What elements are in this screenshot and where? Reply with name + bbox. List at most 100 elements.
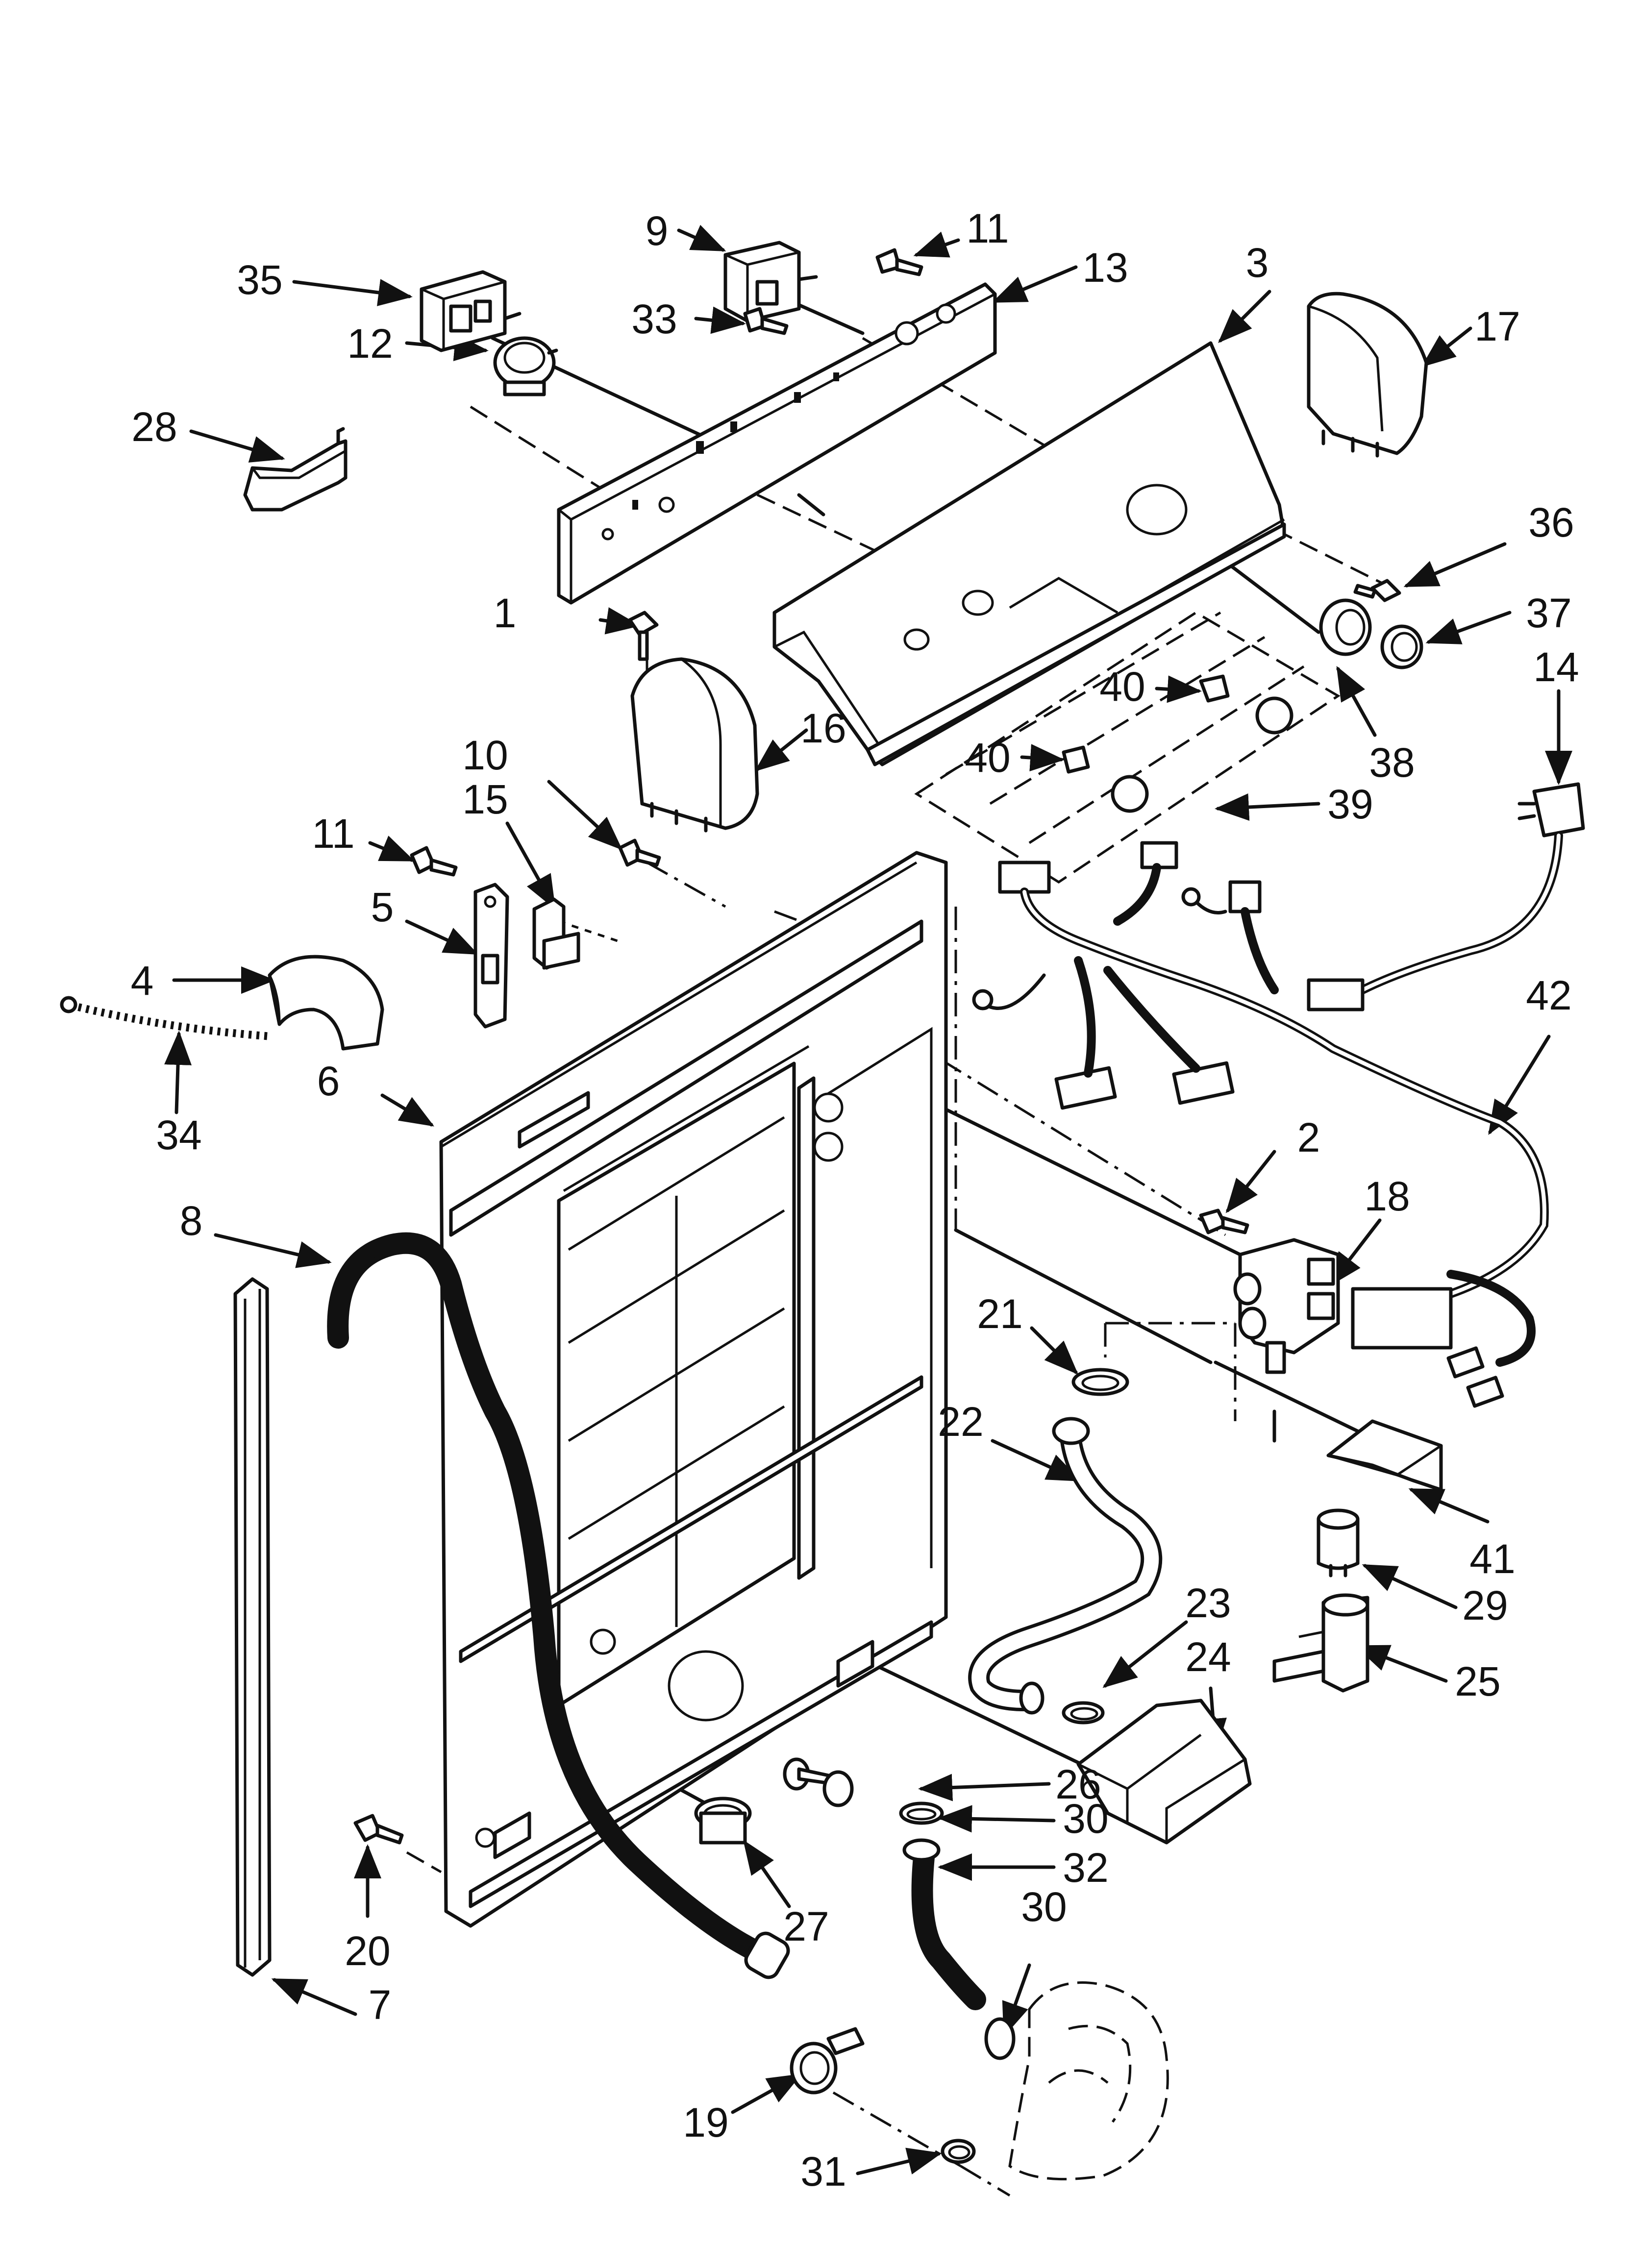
pump-outline-dashed	[1008, 1981, 1169, 2181]
callout-19: 19	[683, 2099, 728, 2145]
callout-37: 37	[1526, 590, 1571, 636]
part-14-power-cord	[1358, 782, 1585, 994]
leader-5	[405, 919, 479, 955]
callout-20: 20	[345, 1928, 390, 1974]
callout-17: 17	[1474, 303, 1520, 349]
part-37-knob	[1380, 624, 1423, 669]
callout-7: 7	[369, 1982, 392, 2028]
part-38-knob-base	[1319, 598, 1372, 656]
part-40-button-upper	[1199, 674, 1293, 735]
part-11-screw-left	[410, 846, 458, 877]
callout-15: 15	[462, 776, 508, 822]
callout-32: 32	[1063, 1845, 1108, 1891]
guide-valve	[867, 1013, 1226, 1236]
callout-5: 5	[371, 884, 394, 930]
leader-33	[694, 306, 746, 334]
part-5-latch	[473, 883, 509, 1029]
callout-25: 25	[1455, 1658, 1500, 1704]
part-2-screw	[1199, 1208, 1249, 1234]
part-41-bracket	[1326, 1419, 1443, 1492]
part-30-clamp-lower	[984, 2017, 1016, 2060]
leader-21	[1030, 1326, 1078, 1375]
callout-14: 14	[1533, 644, 1579, 690]
part-35-timer	[420, 270, 522, 352]
leader-7	[271, 1978, 357, 2016]
callout-21: 21	[977, 1291, 1022, 1337]
part-11-screw-top	[875, 248, 923, 276]
callout-22: 22	[938, 1399, 983, 1445]
callout-8: 8	[180, 1198, 203, 1244]
callout-10: 10	[462, 732, 508, 778]
leader-15	[505, 821, 556, 910]
guide-12	[470, 405, 668, 531]
part-1-screw	[628, 611, 659, 661]
callout-36: 36	[1528, 499, 1574, 545]
callout-40-upper: 40	[1099, 664, 1145, 710]
guide-10	[646, 861, 726, 908]
part-4-cover	[268, 955, 384, 1051]
callout-24: 24	[1185, 1634, 1231, 1680]
callout-12: 12	[347, 320, 393, 367]
part-28-bracket	[243, 427, 348, 512]
leader-31	[856, 2147, 942, 2175]
leader-2	[1225, 1150, 1276, 1213]
part-6-cabinet-panel	[439, 851, 948, 1928]
leader-27	[743, 1840, 791, 1908]
guide-41	[1214, 1360, 1369, 1438]
callout-29: 29	[1462, 1582, 1508, 1628]
part-20-screw	[353, 1814, 404, 1845]
leader-40b	[1020, 744, 1065, 772]
part-42-wire-harness	[972, 841, 1549, 1408]
leader-42	[1488, 1035, 1551, 1135]
callout-3: 3	[1246, 240, 1269, 286]
leader-30a	[938, 1805, 1056, 1833]
leader-28	[189, 429, 285, 463]
leader-16	[754, 728, 808, 772]
callout-6: 6	[317, 1058, 340, 1104]
callout-18: 18	[1364, 1173, 1410, 1219]
part-27-clamp	[694, 1797, 752, 1845]
guide-33	[797, 493, 825, 517]
callout-33: 33	[631, 296, 677, 342]
callout-labels: 1 2 3 4 5 6 7 8 9 10 11 11 12 13 14 15 1…	[131, 205, 1579, 2194]
leader-10	[547, 780, 623, 850]
part-15-lid-switch	[532, 897, 580, 970]
leader-11a	[368, 836, 415, 862]
leader-23	[1102, 1620, 1188, 1688]
leader-8	[214, 1233, 332, 1268]
leader-22	[991, 1439, 1082, 1482]
leader-6	[380, 1093, 435, 1127]
leader-34	[164, 1031, 192, 1114]
callout-41: 41	[1469, 1536, 1515, 1582]
guide-20	[406, 1851, 442, 1874]
part-7-side-rail	[233, 1277, 272, 1977]
leader-37	[1425, 611, 1512, 644]
callout-9: 9	[646, 208, 669, 254]
part-9-switch	[723, 241, 818, 323]
leader-3	[1218, 290, 1271, 343]
callout-39: 39	[1327, 781, 1373, 827]
callout-13: 13	[1082, 245, 1128, 291]
leader-11b	[913, 231, 960, 258]
callout-1: 1	[494, 590, 517, 636]
leader-17	[1421, 326, 1472, 368]
part-18-water-valve	[1233, 1238, 1340, 1374]
part-19-clamp	[790, 2027, 865, 2095]
part-13-control-bracket	[557, 282, 997, 605]
callout-27: 27	[783, 1903, 829, 1949]
part-29-capacitor	[1317, 1508, 1360, 1578]
callout-35: 35	[237, 257, 282, 303]
part-34-tie-strap	[60, 996, 273, 1040]
leader-36	[1403, 542, 1507, 588]
callout-11-top: 11	[966, 205, 1009, 251]
leader-39	[1215, 793, 1320, 821]
callout-11-left: 11	[312, 811, 354, 857]
callout-26: 26	[1055, 1761, 1101, 1807]
guide-36	[1273, 528, 1383, 585]
callout-38: 38	[1369, 740, 1415, 786]
part-3-console	[772, 341, 1286, 766]
part-36-screw	[1353, 579, 1401, 602]
callout-4: 4	[131, 958, 154, 1004]
leader-26	[918, 1774, 1051, 1801]
callout-30-upper: 30	[1063, 1796, 1108, 1842]
